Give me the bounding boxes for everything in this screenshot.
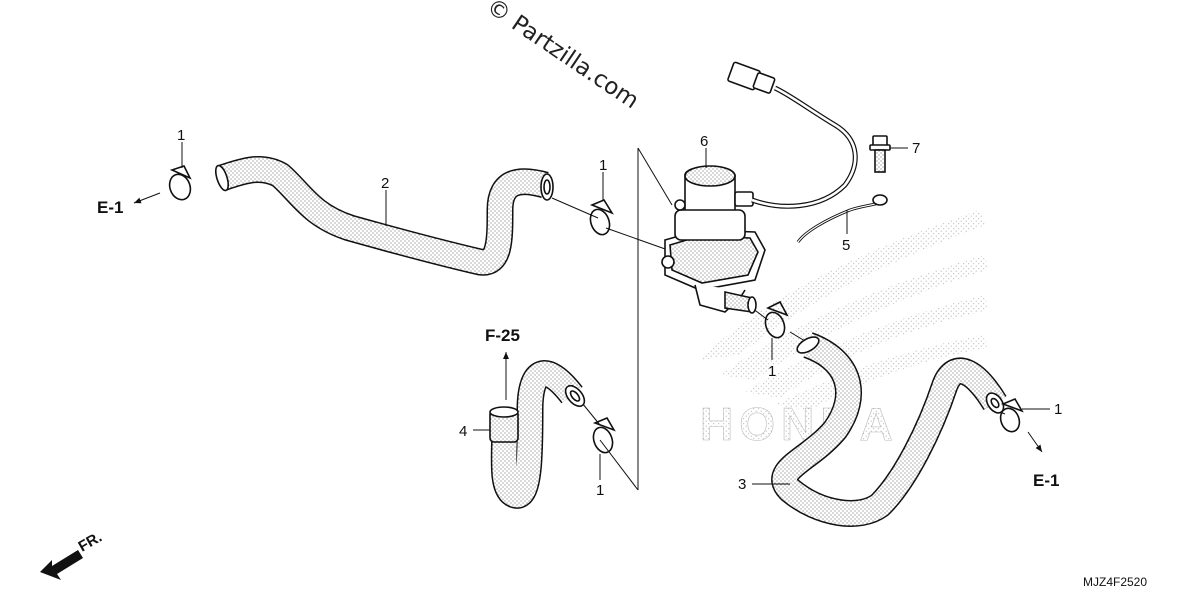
callout-hose-4: 4: [459, 423, 467, 440]
hose-clip[interactable]: [166, 165, 194, 203]
hose-2[interactable]: [213, 155, 554, 276]
ref-e1-left[interactable]: E-1: [97, 198, 123, 217]
ref-e1-right[interactable]: E-1: [1033, 471, 1059, 490]
hose-clip[interactable]: [590, 416, 616, 455]
hose-clip[interactable]: [587, 198, 614, 237]
hose-clip[interactable]: [997, 397, 1024, 434]
wire-harness[interactable]: [727, 61, 858, 209]
diagram-code: MJZ4F2520: [1083, 575, 1147, 589]
callout-bolt-7: 7: [912, 140, 920, 157]
watermark-text: © Partzilla.com: [482, 0, 644, 114]
callout-clip-mid: 1: [599, 157, 607, 174]
front-marker: FR.: [76, 529, 105, 556]
callout-hose-3: 3: [738, 476, 746, 493]
callout-clip-top-left: 1: [177, 127, 185, 144]
callout-clip-right: 1: [1054, 401, 1062, 418]
svg-text:HONDA: HONDA: [700, 398, 899, 450]
callout-clip-bottom: 1: [596, 482, 604, 499]
air-injection-valve[interactable]: [661, 165, 766, 314]
honda-wing-watermark: HONDA: [700, 210, 988, 450]
callout-valve-6: 6: [700, 133, 708, 150]
hose-4[interactable]: [489, 360, 588, 509]
stay-bracket[interactable]: [796, 194, 888, 243]
callout-stay-5: 5: [842, 237, 850, 254]
callout-clip-valve-outlet: 1: [768, 363, 776, 380]
front-direction-arrow-icon: [40, 550, 83, 580]
flange-bolt[interactable]: [869, 135, 891, 173]
callout-leaders: [133, 142, 1050, 485]
ref-f25[interactable]: F-25: [485, 326, 520, 345]
callout-hose-2: 2: [381, 175, 389, 192]
hose-clip[interactable]: [762, 300, 789, 340]
